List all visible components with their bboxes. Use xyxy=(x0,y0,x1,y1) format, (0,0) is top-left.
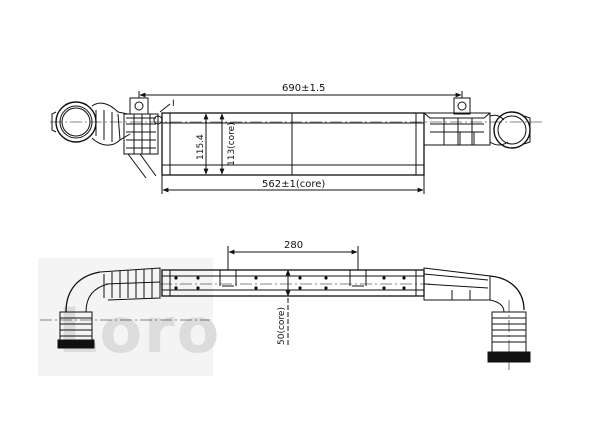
rivet-row xyxy=(174,276,406,290)
mount-tab-left xyxy=(219,269,237,287)
right-outlet-flange xyxy=(489,111,531,149)
dim-core-length: 562±1(core) xyxy=(262,179,325,190)
right-tank-side xyxy=(423,267,491,301)
dim-overall-height: 115.4 xyxy=(196,134,206,160)
left-elbow-pipe xyxy=(65,267,161,313)
right-elbow-pipe xyxy=(489,275,525,313)
dim-core-depth: 50(core) xyxy=(277,307,287,345)
top-view xyxy=(50,91,545,194)
bottom-view xyxy=(40,246,531,370)
mount-tab-right xyxy=(349,269,367,287)
left-inlet-duct xyxy=(91,102,159,179)
callout-label: I xyxy=(172,99,175,109)
right-hose-connector xyxy=(487,300,531,370)
left-mount-bracket xyxy=(129,91,163,125)
dim-core-height: 113(core) xyxy=(227,122,237,166)
dim-overall-length: 690±1.5 xyxy=(282,83,325,94)
left-hose-connector xyxy=(40,311,210,349)
dim-mount-spacing: 280 xyxy=(284,240,303,251)
right-tank xyxy=(423,91,491,146)
watermark-logo: Loro xyxy=(38,258,219,376)
